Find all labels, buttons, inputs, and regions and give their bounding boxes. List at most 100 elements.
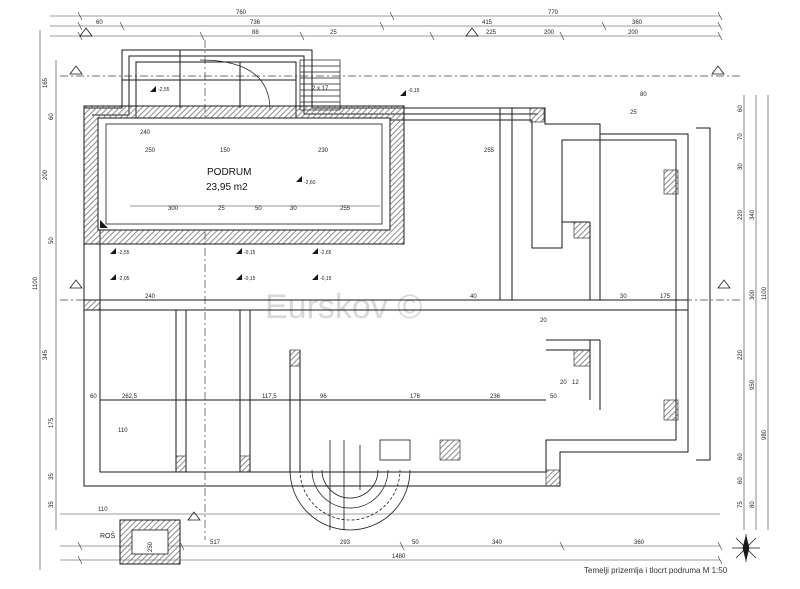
dim-label: 50	[550, 394, 557, 400]
dim-label: 80	[750, 501, 756, 508]
dim-label: 40	[470, 294, 477, 300]
svg-text:-0,15: -0,15	[244, 250, 256, 256]
stair-label: 2 x 17	[312, 86, 329, 92]
ros-box: 250 ROŠ	[100, 519, 181, 565]
room-area: 23,95 m2	[206, 182, 248, 193]
ros-label: ROŠ	[100, 531, 116, 540]
dim-label: 35	[49, 501, 55, 508]
dim-label: 1100	[762, 286, 768, 300]
right-dimension-labels: 60 70 30 220 220 340 950 1100 300 980 60…	[738, 105, 768, 508]
dim-label: 165	[43, 77, 49, 88]
left-dimension-labels: 165 200 345 60 50 175 1100 35 35	[33, 77, 55, 508]
dim-label: 950	[750, 379, 756, 390]
level-marker: -2,55	[150, 86, 170, 93]
entrance-steps	[289, 439, 411, 531]
dim-label: 1480	[392, 554, 406, 560]
dim-label: 250	[145, 148, 156, 154]
staircase	[199, 59, 341, 111]
dim-label: 255	[340, 206, 351, 212]
dim-label: 236	[490, 394, 501, 400]
watermark: Eurskov ©	[265, 288, 422, 326]
svg-text:-0,15: -0,15	[244, 276, 256, 282]
dim-label: 1100	[33, 276, 39, 290]
svg-text:-2,05: -2,05	[118, 276, 130, 282]
svg-text:-2,65: -2,65	[320, 250, 332, 256]
dim-label: 30	[290, 206, 297, 212]
dim-label: 110	[98, 507, 108, 513]
dim-label: 117,5	[262, 394, 277, 400]
dim-label: 35	[49, 473, 55, 480]
svg-text:-2,60: -2,60	[304, 180, 316, 186]
dim-label: 30	[738, 163, 744, 170]
svg-text:-0,15: -0,15	[320, 276, 332, 282]
room-name: PODRUM	[207, 167, 251, 178]
dim-label: 293	[340, 540, 351, 546]
dim-label: 96	[320, 394, 327, 400]
dim-label: 200	[544, 30, 555, 36]
dim-label: 760	[236, 10, 247, 16]
interior-dimension-labels: 240 262,5 117,5 96 176 236 50 110 60 30 …	[90, 92, 671, 434]
dim-label: 60	[738, 453, 744, 460]
level-marker: -0,15	[236, 248, 256, 256]
dim-label: 736	[250, 20, 261, 26]
dim-label: 262,5	[122, 394, 138, 400]
level-marker: -2,55	[110, 248, 130, 256]
dim-label: 415	[482, 20, 493, 26]
level-marker: -0,15	[236, 274, 256, 282]
dim-label: 200	[43, 169, 49, 180]
dim-label: 175	[49, 417, 55, 428]
dim-label: 980	[762, 429, 768, 440]
dim-label: 12	[572, 380, 579, 386]
dim-label: 220	[738, 349, 744, 360]
dim-label: 20	[540, 318, 547, 324]
north-arrow-icon	[732, 534, 760, 562]
level-marker: -2,65	[312, 248, 332, 256]
dim-label: 50	[255, 206, 262, 212]
dim-label: 770	[548, 10, 559, 16]
svg-text:-0,15: -0,15	[408, 88, 420, 94]
dim-label: 225	[486, 30, 497, 36]
dim-label: 60	[738, 105, 744, 112]
svg-text:-2,55: -2,55	[158, 87, 170, 93]
dim-label: 230	[318, 148, 329, 154]
dim-label: 255	[484, 148, 495, 154]
dimension-lines	[39, 11, 769, 570]
dim-label: 30	[620, 294, 627, 300]
level-marker: -0,15	[400, 88, 420, 96]
svg-text:-2,55: -2,55	[118, 250, 130, 256]
bottom-dimension-labels: 110 517 293 50 340 360 1480	[98, 507, 645, 560]
dim-label: 60	[738, 477, 744, 484]
dim-label: 75	[738, 501, 744, 508]
dim-label: 175	[660, 294, 671, 300]
dim-label: 200	[628, 30, 639, 36]
dim-label: 80	[640, 92, 647, 98]
dim-label: 340	[750, 209, 756, 220]
dim-label: 300	[168, 206, 179, 212]
piers	[83, 107, 679, 487]
dim-label: 360	[634, 540, 645, 546]
dim-label: 60	[96, 20, 103, 26]
axis-markers	[69, 27, 731, 521]
dim-label: 25	[630, 110, 637, 116]
dim-label: 50	[412, 540, 419, 546]
dim-label: 50	[49, 237, 55, 244]
level-marker: -0,15	[312, 274, 332, 282]
top-dimension-labels: 760 770 60 736 415 360 88 25 225 200 200	[96, 10, 643, 36]
dim-label: 300	[750, 289, 756, 300]
dim-label: 220	[738, 209, 744, 220]
dim-label: 176	[410, 394, 421, 400]
podrum-room: 250 150 230 300 25 50 30 255 240 PODRUM …	[83, 105, 405, 245]
dim-label: 517	[210, 540, 221, 546]
dim-label: 88	[252, 30, 259, 36]
dim-label: 150	[220, 148, 231, 154]
level-marker: -2,60	[296, 176, 316, 186]
dim-label: 25	[330, 30, 337, 36]
dim-label: 70	[738, 133, 744, 140]
dim-label: 345	[43, 349, 49, 360]
dim-label: 60	[90, 394, 97, 400]
dim-label: 25	[218, 206, 225, 212]
drawing-title: Temelji prizemlja i tlocrt podruma M 1:5…	[584, 566, 728, 575]
dim-label: 240	[140, 130, 151, 136]
dim-label: 60	[49, 113, 55, 120]
